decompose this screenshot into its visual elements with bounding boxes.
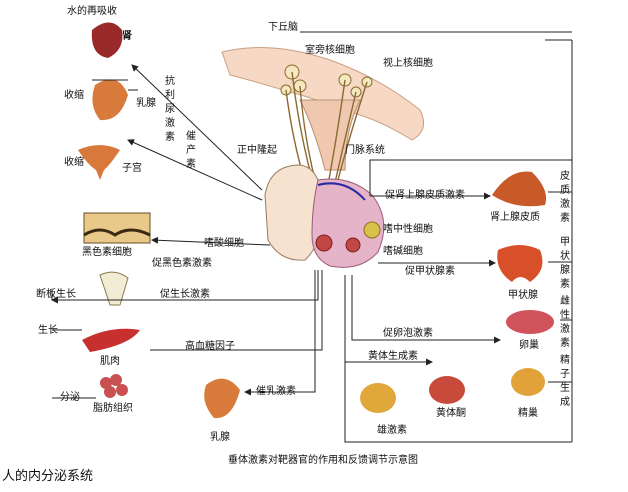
msh-label: 促黑色素激素 <box>152 258 212 269</box>
muscle-label: 肌肉 <box>100 356 120 367</box>
mammary-label: 乳腺 <box>136 98 156 109</box>
kidney-label: 肾 <box>122 31 132 42</box>
adrenal-cortex-label: 肾上腺皮质 <box>490 212 540 223</box>
progesterone-label: 黄体酮 <box>436 408 466 419</box>
chromophobe-label: 嗜中性细胞 <box>383 224 433 235</box>
growth-hormone-label: 促生长激素 <box>160 289 210 300</box>
acidophil-label: 嗜酸细胞 <box>204 238 244 249</box>
hypothalamus-label: 下丘脑 <box>268 22 298 33</box>
ovary-label: 卵巢 <box>519 340 539 351</box>
adrenal-shape <box>492 171 547 207</box>
mammary-top-shape <box>92 79 128 121</box>
testis-shape <box>511 368 545 396</box>
contract-label-1: 收缩 <box>64 90 84 101</box>
supraoptic-label: 视上核细胞 <box>383 58 433 69</box>
melanocyte-label: 黑色素细胞 <box>82 247 132 258</box>
portal-system-label: 门脉系统 <box>345 145 385 156</box>
acth-label: 促肾上腺皮质激素 <box>385 190 465 201</box>
prolactin-label: 催乳激素 <box>256 386 296 397</box>
androgen-label: 雄激素 <box>377 425 407 436</box>
hyperglycemic-label: 高血糖因子 <box>185 341 235 352</box>
kidney-shape <box>91 22 123 58</box>
lh-label: 黄体生成素 <box>368 351 418 362</box>
adh-label: 抗利尿激素 <box>165 76 175 143</box>
muscle-shape <box>82 328 140 352</box>
melanocyte-shape <box>83 212 151 244</box>
breast-shape <box>204 378 240 419</box>
adipose-label: 脂肪组织 <box>93 403 133 414</box>
growth-label: 生长 <box>38 325 58 336</box>
testis-label: 精巢 <box>518 408 538 419</box>
page-title: 人的内分泌系统 <box>2 469 94 484</box>
thyroid-label: 甲状腺 <box>508 290 538 301</box>
basophil-label: 嗜碱细胞 <box>383 246 423 257</box>
fsh-label: 促卵泡激素 <box>383 328 433 339</box>
adipose-shape <box>100 374 128 398</box>
epiphysis-label: 断板生长 <box>36 289 76 300</box>
estrogen-label: 雌性激素 <box>560 296 570 349</box>
diagram-caption: 垂体激素对靶器官的作用和反馈调节示意图 <box>228 455 418 466</box>
tsh-label: 促甲状腺素 <box>405 266 455 277</box>
secretion-label: 分泌 <box>60 392 80 403</box>
thyroxine-label: 甲状腺素 <box>560 237 570 290</box>
median-eminence-label: 正中隆起 <box>237 145 277 156</box>
water-reabsorption-label: 水的再吸收 <box>67 6 117 17</box>
cortical-hormone-label: 皮质激素 <box>560 171 570 224</box>
uterus-shape <box>78 145 120 180</box>
uterus-label: 子宫 <box>122 163 142 174</box>
contract-label-2: 收缩 <box>64 157 84 168</box>
oxytocin-label: 催产素 <box>186 131 196 170</box>
corpus-luteum-shape <box>360 376 465 413</box>
spermatogenesis-label: 精子生成 <box>560 355 570 408</box>
breast-label: 乳腺 <box>210 432 230 443</box>
ovary-shape <box>506 310 554 334</box>
paraventricular-label: 室旁核细胞 <box>305 45 355 56</box>
thyroid-shape <box>497 245 543 282</box>
pituitary-gland <box>264 164 385 268</box>
